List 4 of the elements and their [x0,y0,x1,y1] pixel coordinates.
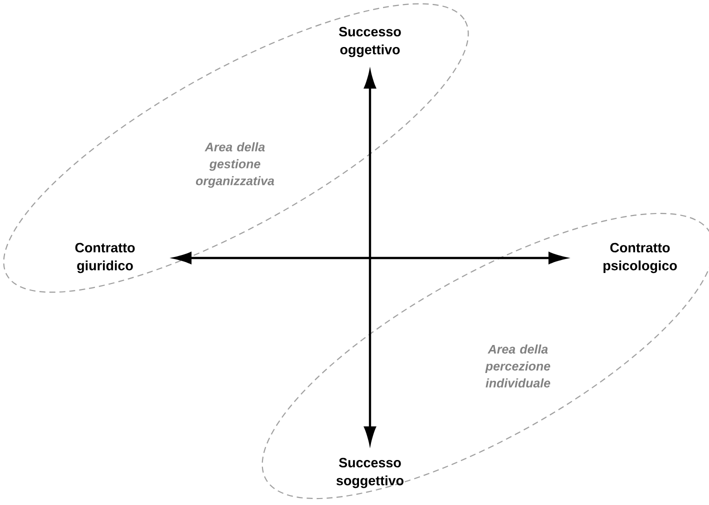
axis-label: Contratto psicologico [604,242,677,274]
axis-label: Successo oggettivo [339,26,401,58]
axis-label: Successo soggettivo [336,458,404,488]
axis-label: Contratto giuridico [75,242,135,274]
